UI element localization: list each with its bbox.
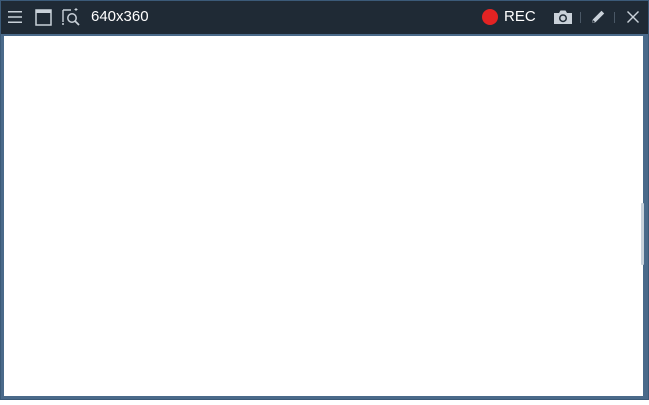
resolution-label[interactable]: 640x360	[91, 8, 149, 25]
pencil-icon[interactable]	[588, 7, 608, 27]
capture-area[interactable]	[4, 36, 643, 396]
toolbar-separator	[580, 12, 581, 23]
zoom-region-icon[interactable]	[61, 7, 81, 27]
window-icon[interactable]	[33, 7, 53, 27]
record-button[interactable]: REC	[482, 7, 536, 27]
toolbar: 640x360 REC	[1, 1, 648, 34]
record-dot-icon	[482, 9, 498, 25]
resize-handle[interactable]	[641, 203, 644, 265]
camera-icon[interactable]	[553, 7, 573, 27]
record-label: REC	[504, 8, 536, 25]
toolbar-separator	[614, 12, 615, 23]
close-icon[interactable]	[623, 7, 643, 27]
menu-icon[interactable]	[5, 7, 25, 27]
